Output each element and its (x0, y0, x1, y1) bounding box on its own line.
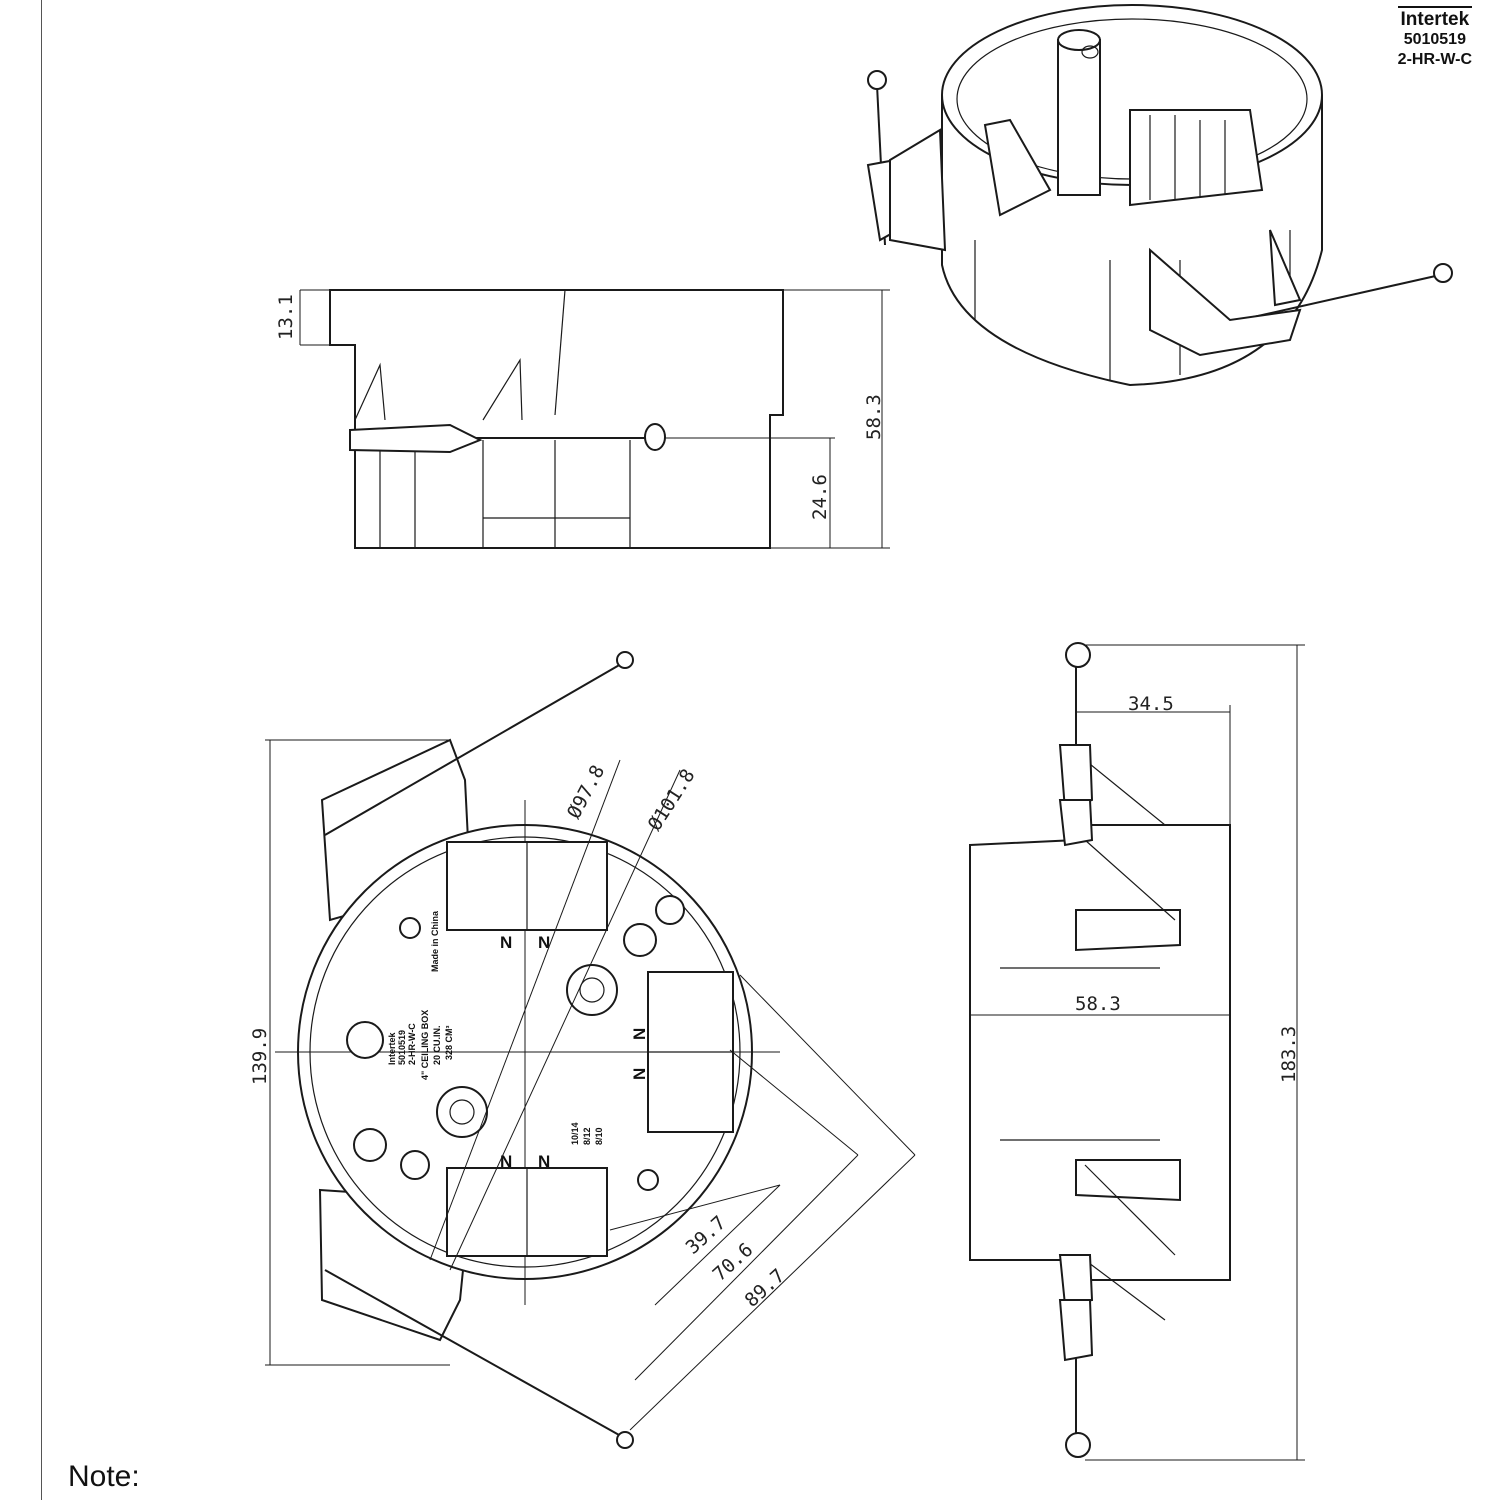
label-cap-1: 4" CEILING BOX (420, 1010, 430, 1080)
label-listing-3: 2-HR-W-C (407, 1023, 417, 1065)
certification-block: Intertek 5010519 2-HR-W-C (1397, 6, 1472, 70)
label-listing-1: Intertek (387, 1031, 397, 1065)
dim-diag-1: 39.7 (682, 1212, 731, 1259)
terminal-n-4: N (538, 1152, 550, 1171)
label-wire-2: 8/12 (582, 1127, 592, 1145)
cert-model: 2-HR-W-C (1397, 51, 1472, 68)
page-border (41, 0, 42, 1500)
label-wire-3: 8/10 (594, 1127, 604, 1145)
plan-view: Made in China Intertek 5010519 2-HR-W-C … (249, 651, 916, 1449)
label-made-in: Made in China (430, 910, 440, 972)
end-view: 34.5 58.3 183.3 (969, 642, 1305, 1461)
dim-diag-3: 89.7 (741, 1265, 790, 1312)
dim-end-depth: 58.3 (1075, 993, 1121, 1015)
dim-diag-2: 70.6 (709, 1239, 758, 1286)
label-listing-2: 5010519 (397, 1030, 407, 1065)
label-cap-3: 328 CM³ (444, 1025, 454, 1060)
terminal-n-5: N (630, 1028, 649, 1040)
note-label: Note: (68, 1460, 140, 1493)
dim-end-height: 183.3 (1278, 1026, 1300, 1083)
cert-number: 5010519 (1403, 31, 1466, 48)
terminal-n-3: N (500, 1152, 512, 1171)
terminal-n-6: N (630, 1068, 649, 1080)
dim-top-width: 139.9 (249, 1028, 271, 1085)
side-elevation-view: 13.1 58.3 24.6 (275, 289, 890, 549)
dim-end-flange: 34.5 (1128, 693, 1174, 715)
dim-outer-diameter: Ø101.8 (644, 765, 700, 835)
dim-side-top-step: 13.1 (275, 294, 297, 340)
cert-brand: Intertek (1397, 6, 1472, 30)
terminal-n-2: N (538, 933, 550, 952)
isometric-view (866, 4, 1453, 387)
terminal-n-1: N (500, 933, 512, 952)
dim-side-height: 58.3 (863, 394, 885, 440)
label-wire-1: 10/14 (570, 1122, 580, 1145)
label-cap-2: 20 CU.IN. (432, 1025, 442, 1065)
dim-inner-diameter: Ø97.8 (563, 762, 609, 823)
dim-side-nail-height: 24.6 (809, 474, 831, 520)
